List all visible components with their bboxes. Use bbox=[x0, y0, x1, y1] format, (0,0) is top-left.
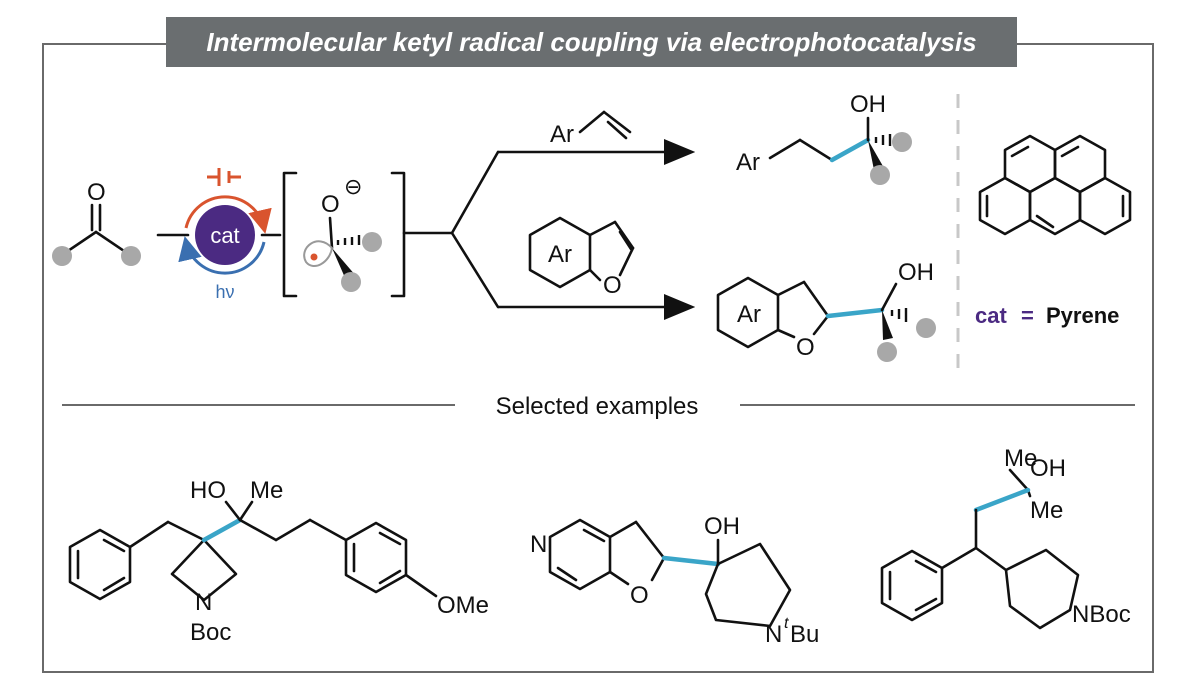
pyrene-structure bbox=[978, 134, 1132, 236]
scheme-title: Intermolecular ketyl radical coupling vi… bbox=[166, 17, 1017, 67]
product-1-structure: Ar OH bbox=[736, 91, 912, 185]
example-1-n: N bbox=[195, 589, 212, 616]
product-1-oh: OH bbox=[850, 91, 886, 118]
light-label: hν bbox=[215, 282, 234, 302]
example-3-me-bottom: Me bbox=[1030, 497, 1063, 524]
substituent-dot bbox=[121, 246, 141, 266]
substituent-dot bbox=[341, 272, 361, 292]
ketyl-oxygen: O bbox=[321, 191, 340, 218]
substituent-dot bbox=[916, 318, 936, 338]
styrene-reagent: Ar bbox=[550, 110, 632, 148]
electrophotocatalytic-cycle: cat hν bbox=[156, 168, 282, 302]
benzofuran-ring-label: Ar bbox=[548, 241, 572, 268]
example-1-ho: HO bbox=[190, 477, 226, 504]
substituent-dot bbox=[870, 165, 890, 185]
product-2-ar: Ar bbox=[737, 301, 761, 328]
example-2-butyl: Bu bbox=[790, 621, 819, 648]
ketone-oxygen: O bbox=[87, 179, 106, 206]
electrode-icon bbox=[207, 168, 241, 186]
styrene-ar-label: Ar bbox=[550, 121, 574, 148]
example-1-boc: Boc bbox=[190, 619, 231, 646]
example-3-me-top: Me bbox=[1004, 445, 1037, 472]
example-2-furan-o: O bbox=[630, 582, 649, 609]
legend-catalyst-name: Pyrene bbox=[1046, 303, 1119, 328]
example-1-me: Me bbox=[250, 477, 283, 504]
example-3-nboc: NBoc bbox=[1072, 601, 1131, 628]
example-2-tert: t bbox=[784, 615, 789, 632]
example-3-structure: Me OH Me NBoc bbox=[880, 445, 1131, 630]
substituent-dot bbox=[892, 132, 912, 152]
example-3-oh: OH bbox=[1030, 455, 1066, 482]
legend-equals: = bbox=[1021, 303, 1034, 328]
example-1-structure: N Boc HO Me OMe bbox=[68, 477, 489, 646]
example-1-ome: OMe bbox=[437, 592, 489, 619]
product-2-oh: OH bbox=[898, 259, 934, 286]
catalyst-circle bbox=[195, 205, 255, 265]
catalyst-label: cat bbox=[210, 223, 239, 248]
benzofuran-oxygen: O bbox=[603, 272, 622, 299]
example-2-oh: OH bbox=[704, 513, 740, 540]
example-2-pyridine-n: N bbox=[530, 531, 547, 558]
examples-heading: Selected examples bbox=[496, 393, 699, 420]
substituent-dot bbox=[877, 342, 897, 362]
substituent-dot bbox=[362, 232, 382, 252]
product-1-ar: Ar bbox=[736, 149, 760, 176]
substituent-dot bbox=[52, 246, 72, 266]
product-2-structure: Ar O OH bbox=[716, 259, 936, 362]
ketyl-radical-intermediate: O ⊖ bbox=[282, 171, 406, 298]
photochemical-arc bbox=[178, 236, 266, 275]
benzofuran-reagent: Ar O bbox=[528, 216, 635, 299]
branching-arrows bbox=[402, 139, 696, 320]
example-2-amine-n: N bbox=[765, 621, 782, 648]
ketone-structure: O bbox=[52, 179, 141, 266]
radical-electron bbox=[310, 253, 318, 261]
ketyl-charge: ⊖ bbox=[344, 174, 362, 199]
electrochemical-arc bbox=[184, 195, 272, 234]
product-2-oxygen: O bbox=[796, 334, 815, 361]
legend-cat: cat bbox=[975, 303, 1007, 328]
example-2-structure: N O OH N t Bu bbox=[530, 513, 819, 648]
